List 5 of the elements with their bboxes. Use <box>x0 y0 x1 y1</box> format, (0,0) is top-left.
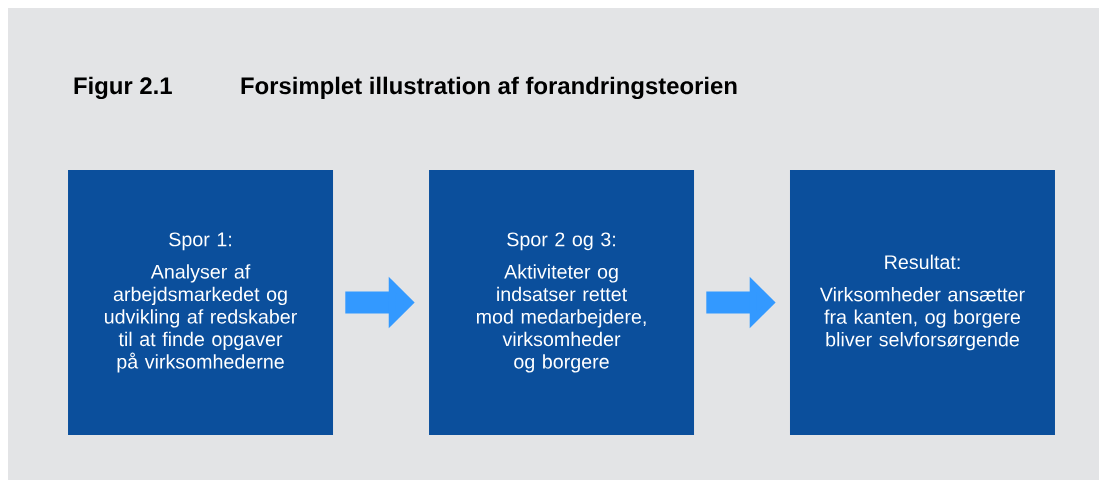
process-box: Spor 1: Analyser af arbejdsmarkedet og udvikling af redskaber til at finde opgaver på virksomhederne <box>68 170 333 435</box>
title: Forsimplet illustration af forandringsteorien <box>241 76 737 100</box>
process-box: Resultat: Virksomheder ansætter fra kanten, og borgere bliver selvforsørgende <box>790 170 1055 435</box>
figure-number: Figur 2.1 <box>74 76 172 100</box>
process-box: Spor 2 og 3: Aktiviteter og indsatser rettet mod medarbejdere, virksomheder og borgere <box>429 170 695 435</box>
